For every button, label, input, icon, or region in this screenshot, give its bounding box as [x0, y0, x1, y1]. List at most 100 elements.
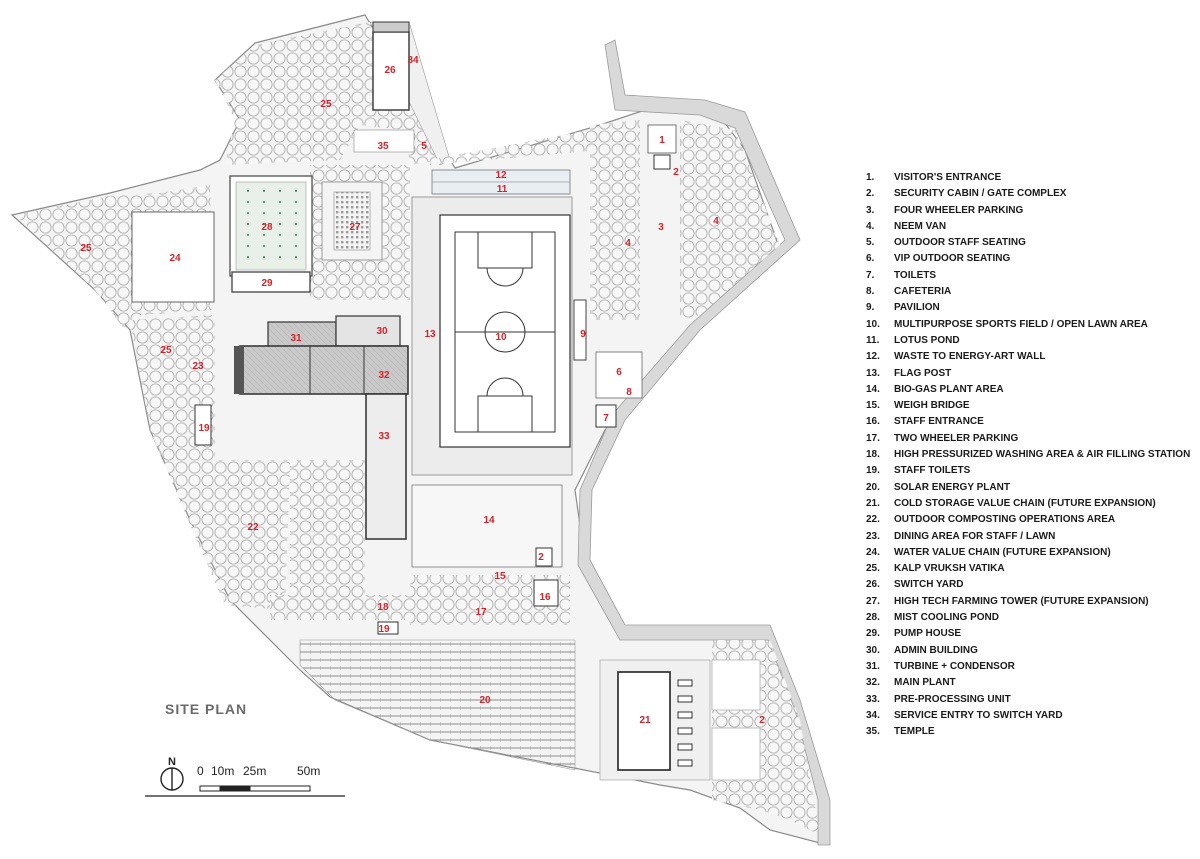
legend-number: 27. — [866, 595, 880, 607]
map-label: 33 — [378, 431, 390, 442]
map-label: 15 — [494, 571, 506, 582]
map-label: 2 — [759, 715, 765, 726]
legend-label: TOILETS — [894, 269, 937, 281]
legend-item: 34. SERVICE ENTRY TO SWITCH YARD — [866, 708, 1196, 724]
legend-label: SOLAR ENERGY PLANT — [894, 481, 1010, 493]
legend-item: 3. FOUR WHEELER PARKING — [866, 203, 1196, 219]
map-label: 7 — [603, 413, 609, 424]
legend-label: TURBINE + CONDENSOR — [894, 660, 1015, 672]
map-label: 4 — [713, 216, 719, 227]
main-buildings — [194, 315, 409, 540]
legend-item: 24. WATER VALUE CHAIN (FUTURE EXPANSION) — [866, 545, 1196, 561]
legend-label: COLD STORAGE VALUE CHAIN (FUTURE EXPANSI… — [894, 497, 1156, 509]
scale-label: 0 — [197, 764, 204, 778]
map-label: 8 — [626, 387, 632, 398]
sports-field — [411, 196, 573, 476]
legend-number: 13. — [866, 367, 880, 379]
legend-number: 35. — [866, 726, 880, 738]
legend-label: MULTIPURPOSE SPORTS FIELD / OPEN LAWN AR… — [894, 318, 1148, 330]
map-label: 5 — [421, 141, 427, 152]
scale-label: 25m — [243, 764, 266, 778]
farming-tower — [321, 181, 383, 261]
map-label: 28 — [261, 222, 273, 233]
map-label: 27 — [349, 222, 361, 233]
legend-label: NEEM VAN — [894, 220, 947, 232]
map-label: 17 — [475, 607, 487, 618]
legend-label: STAFF ENTRANCE — [894, 416, 984, 428]
map-label: 18 — [377, 602, 389, 613]
legend-label: WATER VALUE CHAIN (FUTURE EXPANSION) — [894, 546, 1111, 558]
map-label: 9 — [580, 329, 586, 340]
legend-number: 34. — [866, 709, 880, 721]
map-label: 24 — [169, 253, 181, 264]
legend-label: FOUR WHEELER PARKING — [894, 204, 1024, 216]
legend-item: 14.BIO-GAS PLANT AREA — [866, 382, 1196, 398]
map-label: 19 — [378, 624, 390, 635]
north-arrow-icon: N — [160, 756, 184, 791]
legend-number: 28. — [866, 612, 880, 624]
map-label: 22 — [247, 522, 259, 533]
legend-number: 23. — [866, 530, 880, 542]
legend-number: 25. — [866, 563, 880, 575]
water-value-chain — [131, 211, 215, 303]
scale-bar: 0 10m 25m 50m — [145, 764, 345, 797]
legend-item: 23. DINING AREA FOR STAFF / LAWN — [866, 529, 1196, 545]
legend-item: 7. TOILETS — [866, 268, 1196, 284]
legend-number: 14. — [866, 383, 880, 395]
scale-label: 10m — [211, 764, 234, 778]
legend-number: 24. — [866, 546, 880, 558]
map-label: 23 — [192, 361, 204, 372]
plan-title: SITE PLAN — [165, 701, 247, 717]
legend-number: 3. — [866, 204, 875, 216]
map-label: 2 — [538, 552, 544, 563]
map-label: 12 — [495, 170, 507, 181]
legend-item: 18.HIGH PRESSURIZED WASHING AREA & AIR F… — [866, 447, 1196, 463]
legend-label: PRE-PROCESSING UNIT — [894, 693, 1011, 705]
cold-storage — [599, 659, 761, 781]
legend-number: 8. — [866, 286, 875, 298]
map-label: 25 — [160, 345, 172, 356]
legend-item: 4.NEEM VAN — [866, 219, 1196, 235]
access-road — [577, 39, 831, 846]
legend-label: SECURITY CABIN / GATE COMPLEX — [894, 188, 1067, 200]
map-label: 2 — [673, 167, 679, 178]
map-label: 6 — [616, 367, 622, 378]
legend-label: VISITOR'S ENTRANCE — [894, 172, 1002, 183]
legend-item: 22.OUTDOOR COMPOSTING OPERATIONS AREA — [866, 512, 1196, 528]
legend-item: 31. TURBINE + CONDENSOR — [866, 659, 1196, 675]
legend-label: STAFF TOILETS — [894, 465, 971, 477]
map-label: 30 — [376, 326, 388, 337]
map-label: 31 — [290, 333, 302, 344]
legend-item: 15.WEIGH BRIDGE — [866, 398, 1196, 414]
legend-label: DINING AREA FOR STAFF / LAWN — [894, 530, 1056, 542]
legend-item: 26. SWITCH YARD — [866, 577, 1196, 593]
legend-label: FLAG POST — [894, 367, 952, 379]
legend-item: 25.KALP VRUKSH VATIKA — [866, 561, 1196, 577]
legend-label: PUMP HOUSE — [894, 628, 962, 640]
map-label: 29 — [261, 278, 273, 289]
legend-number: 21. — [866, 497, 880, 509]
map-labels: 1 2 2 2 3 4 4 5 6 7 8 9 10 11 12 13 14 1… — [80, 55, 765, 726]
legend-number: 16. — [866, 416, 880, 428]
legend-item: 19.STAFF TOILETS — [866, 463, 1196, 479]
legend-label: OUTDOOR STAFF SEATING — [894, 237, 1026, 249]
legend-label: SERVICE ENTRY TO SWITCH YARD — [894, 709, 1063, 721]
legend-item: 30.ADMIN BUILDING — [866, 643, 1196, 659]
legend-number: 1. — [866, 172, 875, 183]
map-label: 35 — [377, 141, 389, 152]
legend-number: 31. — [866, 660, 880, 672]
legend-number: 29. — [866, 628, 880, 640]
legend-item: 16. STAFF ENTRANCE — [866, 414, 1196, 430]
legend-label: SWITCH YARD — [894, 579, 964, 591]
legend-item: 10.MULTIPURPOSE SPORTS FIELD / OPEN LAWN… — [866, 317, 1196, 333]
legend-item: 21. COLD STORAGE VALUE CHAIN (FUTURE EXPA… — [866, 496, 1196, 512]
legend-number: 17. — [866, 432, 880, 444]
legend-item: 8.CAFETERIA — [866, 284, 1196, 300]
legend-number: 26. — [866, 579, 880, 591]
map-label: 20 — [479, 695, 491, 706]
legend-item: 13. FLAG POST — [866, 366, 1196, 382]
legend-number: 7. — [866, 269, 875, 281]
map-label: 3 — [658, 222, 664, 233]
legend-item: 32.MAIN PLANT — [866, 675, 1196, 691]
